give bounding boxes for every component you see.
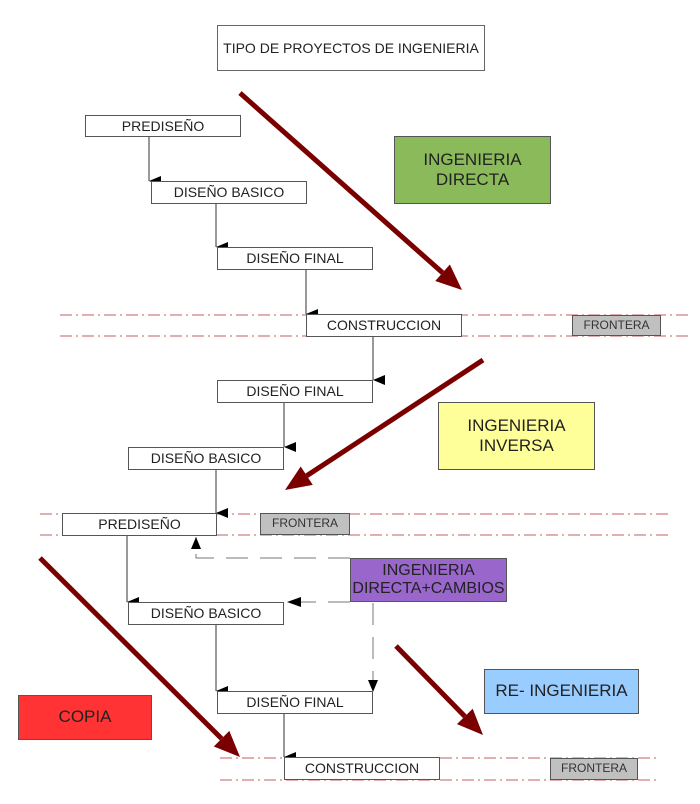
cambios-connectors	[195, 537, 374, 680]
step-prediseno-2: PREDISEÑO	[62, 513, 217, 536]
arrow-re-ingenieria-shaft	[394, 644, 467, 719]
frontera-badge-3: FRONTERA	[550, 758, 638, 780]
arrowhead-left-basico	[287, 597, 301, 607]
diagram-title: TIPO DE PROYECTOS DE INGENIERIA	[217, 25, 485, 71]
label-ingenieria-directa-cambios: INGENIERIA DIRECTA+CAMBIOS	[350, 558, 507, 602]
label-inversa-line1: INGENIERIA	[467, 415, 566, 435]
label-directa-line2: DIRECTA	[435, 170, 510, 189]
arrow-copia-head	[213, 730, 240, 757]
arrowhead-up-prediseno	[191, 537, 201, 549]
step-diseno-basico-1: DISEÑO BASICO	[151, 181, 307, 204]
arrow-copia-shaft	[38, 556, 224, 741]
step-construccion-1: CONSTRUCCION	[306, 314, 462, 337]
label-inversa-line2: INVERSA	[479, 436, 554, 455]
arrow-ingenieria-inversa-head	[285, 466, 313, 490]
arrow-ingenieria-directa-shaft	[238, 91, 445, 275]
step-diseno-basico-3: DISEÑO BASICO	[128, 602, 284, 625]
step-connectors	[126, 137, 385, 762]
step-diseno-final-1: DISEÑO FINAL	[217, 247, 373, 270]
step-diseno-final-2: DISEÑO FINAL	[217, 380, 373, 403]
label-ingenieria-inversa: INGENIERIA INVERSA	[438, 402, 595, 470]
label-cambios-line2: DIRECTA+CAMBIOS	[352, 580, 505, 597]
process-arrows	[38, 91, 485, 757]
frontera-badge-2: FRONTERA	[260, 513, 350, 535]
label-ingenieria-directa: INGENIERIA DIRECTA	[394, 136, 551, 204]
arrow-ingenieria-inversa-shaft	[305, 357, 485, 478]
label-copia: COPIA	[18, 695, 152, 740]
arrow-ingenieria-directa-head	[435, 264, 462, 290]
connector-cambios-prediseno	[195, 537, 350, 559]
label-cambios-line1: INGENIERIA	[382, 561, 475, 579]
step-construccion-3: CONSTRUCCION	[284, 757, 440, 780]
arrowhead-down-final	[368, 680, 378, 692]
label-directa-line1: INGENIERIA	[423, 149, 522, 169]
step-diseno-basico-2: DISEÑO BASICO	[128, 447, 284, 470]
arrow-re-ingenieria-head	[456, 708, 483, 735]
step-diseno-final-3: DISEÑO FINAL	[217, 691, 373, 714]
frontera-badge-1: FRONTERA	[572, 315, 661, 336]
label-re-ingenieria: RE- INGENIERIA	[484, 669, 639, 714]
step-prediseno-1: PREDISEÑO	[85, 115, 241, 137]
